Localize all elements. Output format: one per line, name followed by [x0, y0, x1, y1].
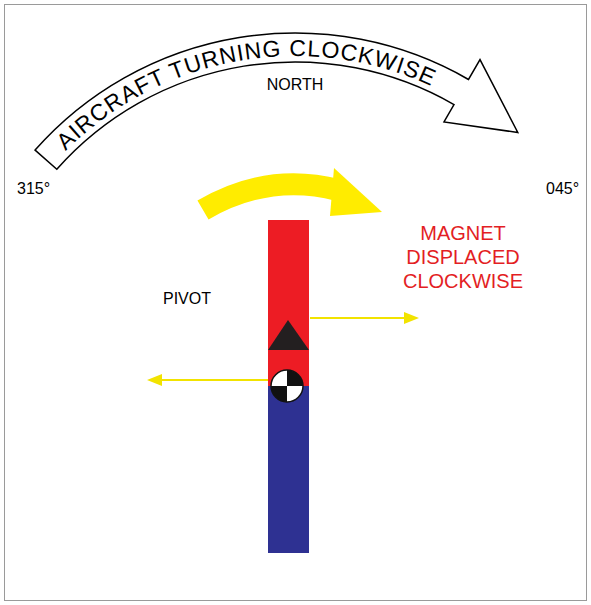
pivot-label: PIVOT	[163, 290, 211, 308]
pivot-outline	[271, 370, 303, 402]
magnet-note: MAGNET DISPLACED CLOCKWISE	[396, 221, 530, 293]
force-arrow	[310, 317, 405, 319]
rotation-arrow-head	[330, 168, 382, 216]
arrow-band	[35, 33, 518, 169]
force-arrowhead	[404, 312, 419, 324]
arrow-label: AIRCRAFT TURNING CLOCKWISE	[51, 35, 440, 155]
heading-label: 315°	[17, 180, 50, 198]
direction-label: NORTH	[267, 76, 324, 94]
frame	[5, 5, 587, 601]
heading-label: 045°	[546, 180, 579, 198]
rotation-arrow-shaft	[203, 184, 338, 210]
curved-arrow-outline: AIRCRAFT TURNING CLOCKWISE	[0, 0, 591, 200]
force-arrow	[161, 379, 268, 381]
pivot-triangle	[268, 320, 309, 350]
force-arrowhead	[147, 374, 162, 386]
curved-arrow: AIRCRAFT TURNING CLOCKWISE	[0, 0, 591, 200]
magnet-south-end	[268, 386, 309, 553]
pivot-disc	[271, 370, 303, 402]
magnet-north-end	[268, 220, 309, 386]
